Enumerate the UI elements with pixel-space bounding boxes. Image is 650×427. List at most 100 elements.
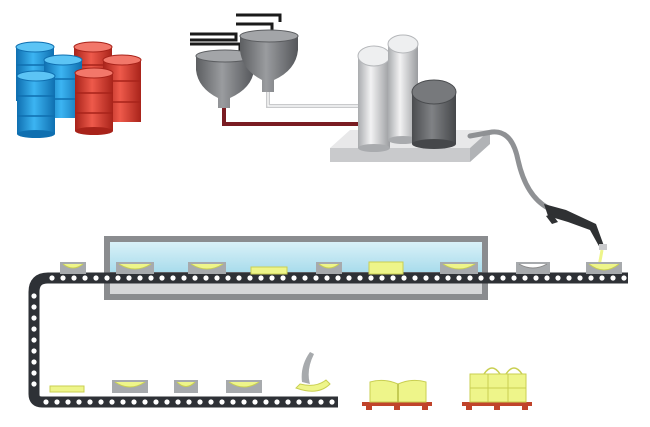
- feed-hoppers-icon: [190, 13, 299, 108]
- conveyor-roller: [219, 399, 225, 405]
- conveyor-roller: [49, 275, 55, 281]
- conveyor-roller: [148, 275, 154, 281]
- conveyor-roller: [489, 275, 495, 281]
- conveyor-roller: [236, 275, 242, 281]
- conveyor-roller: [390, 275, 396, 281]
- conveyor-roller: [87, 399, 93, 405]
- conveyor-roller: [269, 275, 275, 281]
- mold-6: [516, 262, 550, 274]
- conveyor-roller: [423, 275, 429, 281]
- molds-upper-line: [60, 261, 622, 275]
- conveyor-roller: [76, 399, 82, 405]
- conveyor-roller: [98, 399, 104, 405]
- conveyor-roller: [192, 275, 198, 281]
- conveyor-roller: [456, 275, 462, 281]
- storage-tanks-icon: [330, 34, 490, 162]
- conveyor-rollers: [31, 275, 627, 405]
- conveyor-roller: [522, 275, 528, 281]
- chemical-drums-icon: [15, 41, 142, 138]
- conveyor-roller: [621, 275, 627, 281]
- pour-nozzle-icon: [544, 204, 607, 250]
- conveyor-roller: [577, 275, 583, 281]
- conveyor-roller: [280, 275, 286, 281]
- conveyor-roller: [109, 399, 115, 405]
- foam-slab-2: [368, 261, 404, 275]
- conveyor-roller: [241, 399, 247, 405]
- mold-4: [316, 262, 342, 274]
- conveyor-roller: [599, 275, 605, 281]
- conveyor-roller: [31, 315, 37, 321]
- conveyor-roller: [31, 370, 37, 376]
- conveyor-roller: [610, 275, 616, 281]
- conveyor-roller: [115, 275, 121, 281]
- conveyor-roller: [511, 275, 517, 281]
- mold-5: [440, 262, 478, 274]
- conveyor-roller: [120, 399, 126, 405]
- conveyor-roller: [368, 275, 374, 281]
- conveyor-roller: [170, 275, 176, 281]
- curing-oven-icon: [104, 236, 488, 300]
- tank-silver-left: [357, 45, 391, 152]
- conveyor-roller: [43, 399, 49, 405]
- conveyor-roller: [31, 304, 37, 310]
- conveyor-roller: [31, 359, 37, 365]
- conveyor-roller: [544, 275, 550, 281]
- conveyor-roller: [93, 275, 99, 281]
- molds-lower-line: [49, 352, 331, 393]
- drum-red-front: [74, 67, 114, 135]
- product-pallet-1: [362, 379, 432, 410]
- conveyor-roller: [31, 293, 37, 299]
- feed-pipes: [222, 92, 360, 126]
- conveyor-roller: [401, 275, 407, 281]
- conveyor-roller: [214, 275, 220, 281]
- conveyor-roller: [258, 275, 264, 281]
- conveyor-roller: [126, 275, 132, 281]
- conveyor-roller: [203, 275, 209, 281]
- conveyor-roller: [318, 399, 324, 405]
- conveyor-roller: [274, 399, 280, 405]
- conveyor-roller: [296, 399, 302, 405]
- conveyor-roller: [181, 275, 187, 281]
- product-pallet-2: [462, 367, 532, 410]
- conveyor-roller: [65, 399, 71, 405]
- demold-foam-piece: [295, 352, 331, 392]
- conveyor-roller: [31, 348, 37, 354]
- foam-slab-1: [250, 266, 288, 275]
- conveyor-roller: [197, 399, 203, 405]
- conveyor-roller: [313, 275, 319, 281]
- conveyor-roller: [588, 275, 594, 281]
- mold-2: [116, 262, 154, 274]
- conveyor-roller: [131, 399, 137, 405]
- drum-blue-front: [16, 70, 56, 138]
- conveyor-roller: [82, 275, 88, 281]
- conveyor-roller: [175, 399, 181, 405]
- mold-filling: [586, 262, 622, 274]
- conveyor-roller: [225, 275, 231, 281]
- foam-slab-lower: [49, 385, 85, 393]
- conveyor-roller: [142, 399, 148, 405]
- conveyor-roller: [60, 275, 66, 281]
- conveyor-roller: [379, 275, 385, 281]
- conveyor-roller: [263, 399, 269, 405]
- conveyor-roller: [186, 399, 192, 405]
- conveyor-roller: [291, 275, 297, 281]
- conveyor-roller: [31, 381, 37, 387]
- conveyor-roller: [412, 275, 418, 281]
- conveyor-roller: [445, 275, 451, 281]
- conveyor-roller: [555, 275, 561, 281]
- mold-3: [188, 262, 226, 274]
- conveyor-roller: [54, 399, 60, 405]
- mold-empty-1: [60, 262, 86, 274]
- conveyor-roller: [357, 275, 363, 281]
- tank-dark: [411, 79, 457, 149]
- mold-lower-3: [226, 380, 262, 393]
- mold-lower-2: [174, 380, 198, 393]
- conveyor-roller: [478, 275, 484, 281]
- conveyor-roller: [164, 399, 170, 405]
- conveyor-roller: [71, 275, 77, 281]
- conveyor-roller: [335, 275, 341, 281]
- conveyor-roller: [324, 275, 330, 281]
- conveyor-belt-icon: [28, 272, 628, 408]
- conveyor-roller: [533, 275, 539, 281]
